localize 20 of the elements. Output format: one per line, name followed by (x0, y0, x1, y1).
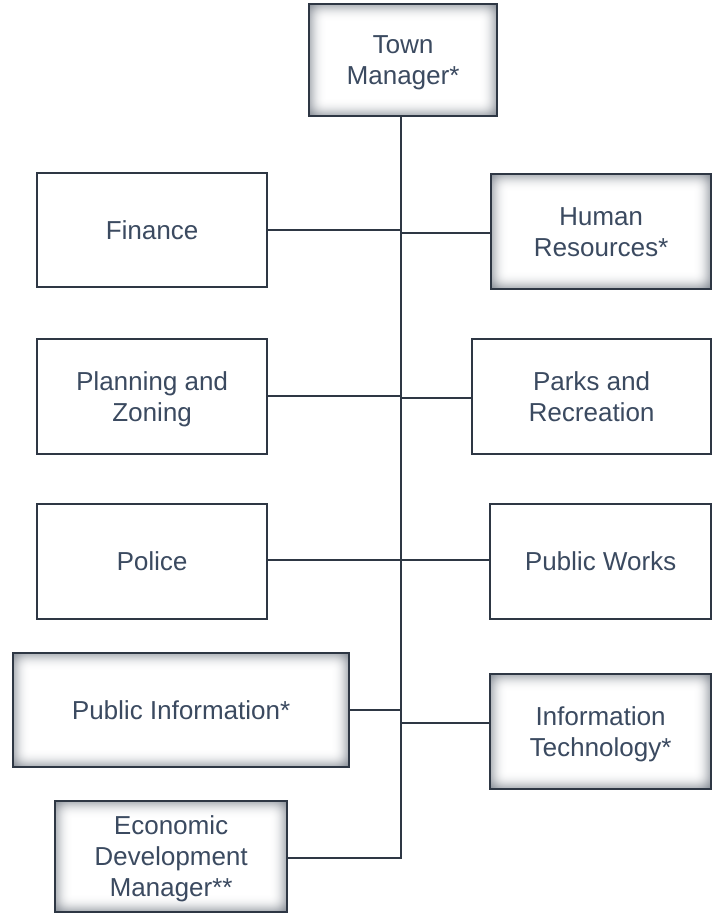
org-unit-box (12, 652, 350, 768)
org-unit-box (489, 673, 712, 790)
unit-name: Town Manager* (346, 29, 460, 91)
org-unit-box (54, 800, 288, 913)
unit-name: Information Technology* (528, 700, 672, 762)
unit-name: Human Resources* (532, 200, 670, 262)
org-unit-box (489, 503, 712, 620)
unit-name: Parks and Recreation (528, 366, 656, 428)
unit-name: Economic Development Manager** (93, 810, 249, 903)
org-unit-box (308, 3, 498, 117)
org-unit-box (490, 173, 712, 290)
unit-name: Public Works (524, 546, 676, 577)
unit-name: Finance (106, 214, 198, 246)
org-unit-box (36, 338, 268, 455)
unit-name: Public Information* (72, 694, 290, 726)
unit-name: Planning and Zoning (75, 366, 229, 428)
unit-name: Police (116, 546, 188, 577)
org-unit-box (36, 172, 268, 288)
org-unit-box (36, 503, 268, 620)
org-unit-box (471, 338, 712, 455)
